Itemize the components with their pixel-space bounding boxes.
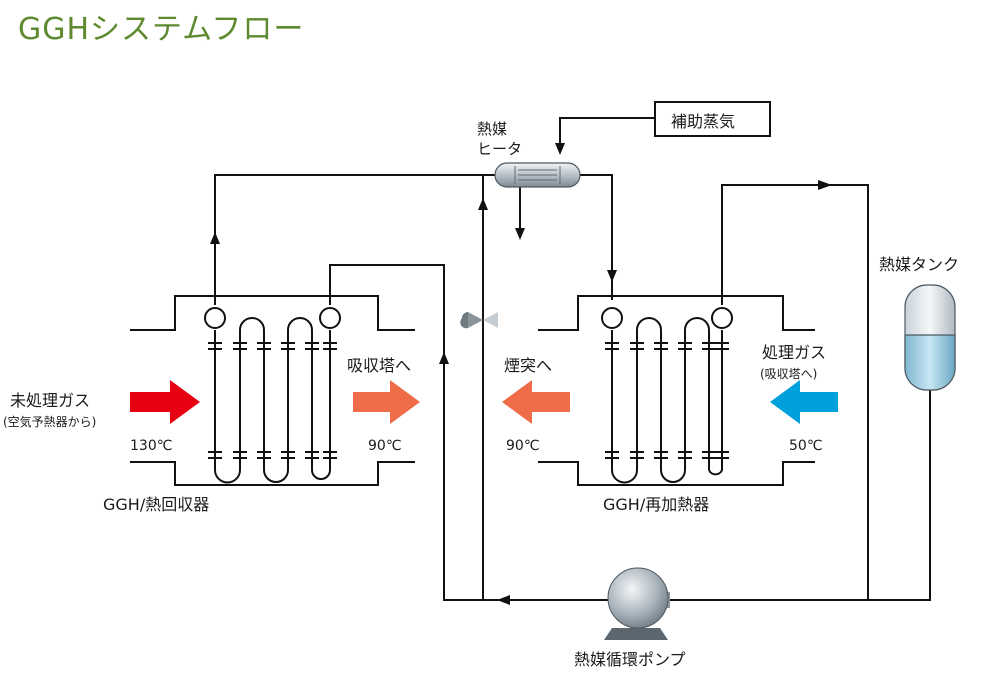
heat-medium-tank <box>904 284 956 391</box>
right-header-in <box>601 307 623 329</box>
treated-gas-sub-label: (吸収塔へ) <box>760 367 817 381</box>
arrow-up-left <box>210 232 220 244</box>
to-absorber-arrow <box>353 380 420 424</box>
left-duct-bottom <box>130 461 415 486</box>
untreated-gas-arrow <box>130 380 200 424</box>
treated-gas-arrow <box>770 380 838 424</box>
left-heat-recovery-unit <box>130 295 415 486</box>
valve-icon <box>460 312 498 329</box>
untreated-gas-label: 未処理ガス <box>10 391 90 410</box>
left-duct-top <box>130 295 415 331</box>
flow-arrows <box>210 143 832 605</box>
pipe-tank-outlet <box>868 390 931 601</box>
treated-gas-label: 処理ガス <box>762 343 826 362</box>
temp-in-left: 130℃ <box>130 438 172 454</box>
right-duct-top <box>538 295 815 331</box>
pump-label: 熱媒循環ポンプ <box>574 650 686 669</box>
pipe-right-to-tank <box>670 184 869 601</box>
temp-out-right: 90℃ <box>506 438 540 454</box>
left-header-out <box>319 307 341 329</box>
temp-in-right: 50℃ <box>789 438 823 454</box>
right-unit-label: GGH/再加熱器 <box>603 495 709 514</box>
gas-arrows <box>130 380 838 424</box>
arrow-up-bypass <box>439 352 449 364</box>
heater-label-1: 熱媒 <box>477 120 507 138</box>
pipe-heater-to-right-unit <box>580 174 613 300</box>
pipe-left-to-heater <box>214 174 495 305</box>
arrow-left-bottom <box>497 595 510 605</box>
pipe-aux-steam <box>559 117 655 150</box>
pump-icon <box>604 567 670 640</box>
heater-label-2: ヒータ <box>477 140 522 158</box>
to-absorber-label: 吸収塔へ <box>347 356 411 375</box>
page-title: GGHシステムフロー <box>18 12 305 47</box>
right-reheater-unit <box>538 295 815 486</box>
arrow-down-right <box>607 270 617 282</box>
untreated-gas-sub-label: (空気予熱器から) <box>3 414 96 429</box>
left-unit-label: GGH/熱回収器 <box>103 495 209 514</box>
right-duct-bottom <box>538 461 815 486</box>
temp-out-left: 90℃ <box>368 438 402 454</box>
aux-steam-box <box>654 101 771 137</box>
to-stack-arrow <box>502 380 570 424</box>
aux-steam-label: 補助蒸気 <box>671 112 735 131</box>
to-stack-label: 煙突へ <box>504 356 552 375</box>
heat-medium-heater <box>494 162 581 188</box>
arrow-up-center <box>478 198 488 210</box>
tank-label: 熱媒タンク <box>879 255 959 274</box>
left-header-in <box>204 307 226 329</box>
arrow-right-top <box>818 180 832 190</box>
arrow-down-steam <box>555 143 565 155</box>
arrow-down-drain <box>515 228 525 240</box>
right-header-out <box>711 307 733 329</box>
